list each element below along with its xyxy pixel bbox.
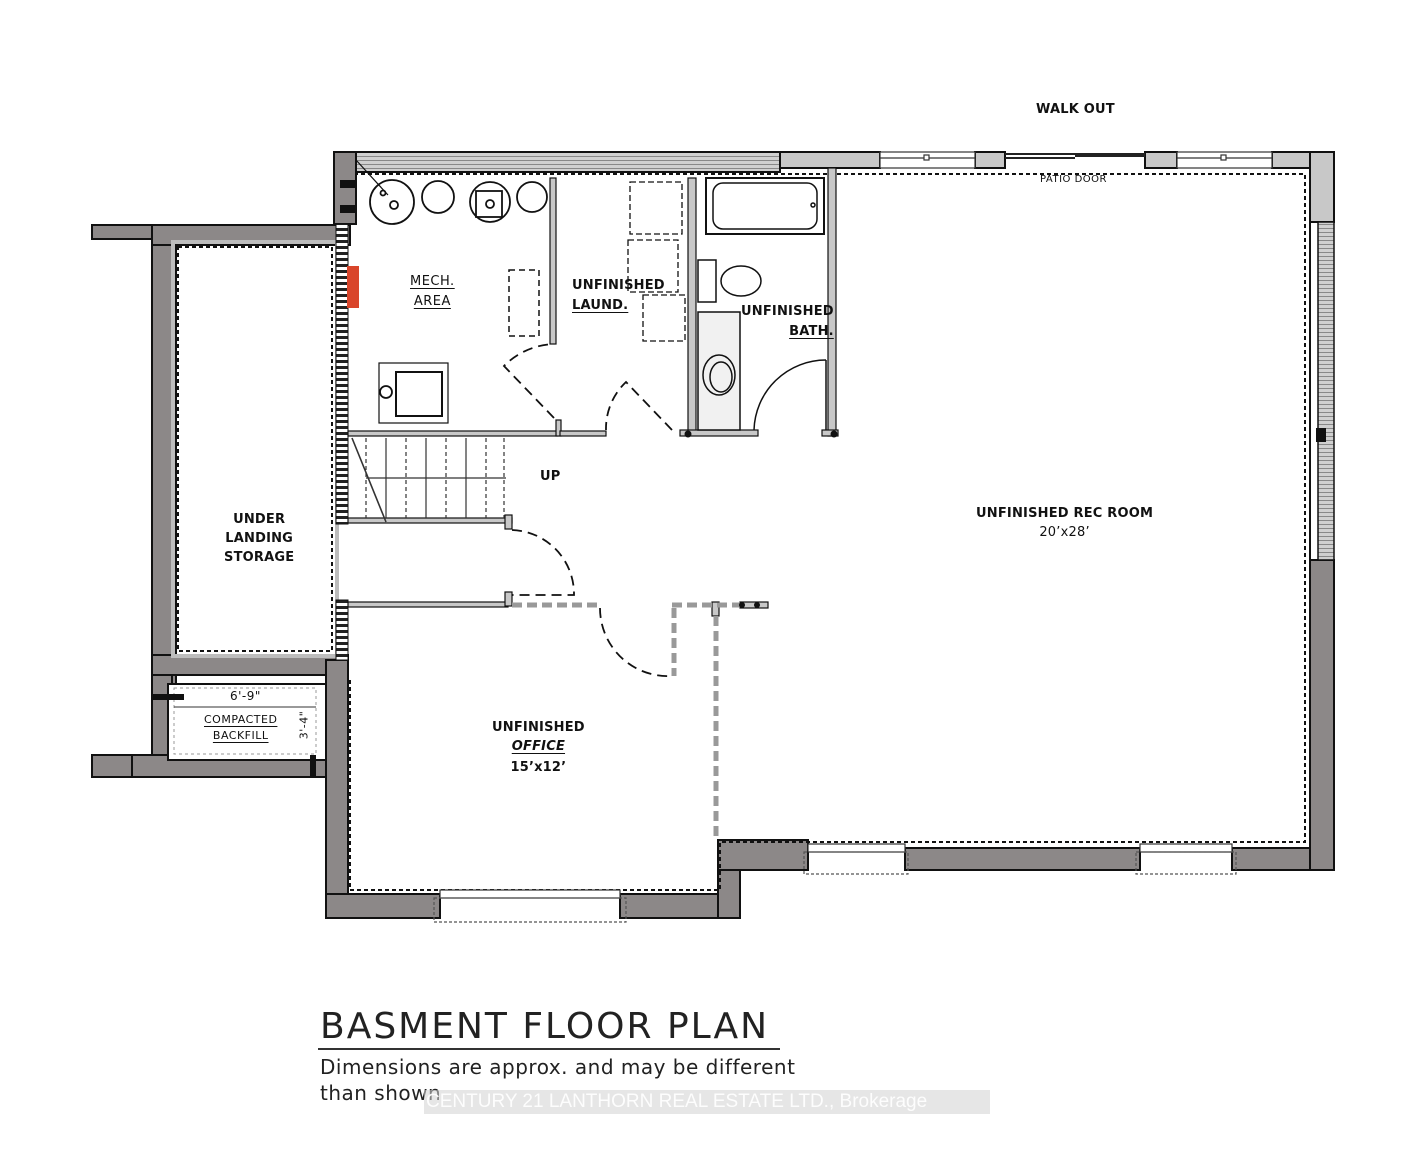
patio-door-label: PATIO DOOR — [1040, 174, 1107, 185]
water-heater-icon — [369, 179, 415, 225]
backfill-box — [152, 683, 327, 777]
window-office — [439, 889, 621, 899]
window-rec-right — [1139, 843, 1233, 853]
window-rec-left — [807, 843, 906, 853]
laundry-label-line2: LAUND. — [572, 298, 629, 313]
tank-icon — [421, 180, 455, 214]
bath-door-swing — [753, 359, 827, 431]
bathtub-icon — [712, 182, 818, 230]
brokerage-watermark: CENTURY 21 LANTHORN REAL ESTATE LTD., Br… — [424, 1090, 990, 1114]
toilet-tank-icon — [697, 259, 717, 303]
office-label-line1: UNFINISHED — [492, 720, 585, 735]
window-top-right — [1176, 151, 1273, 169]
laundry-fixtures — [627, 181, 686, 342]
backfill-label-line2: BACKFILL — [212, 729, 269, 742]
room-label-storage: UNDER LANDING STORAGE — [224, 510, 294, 567]
plan-title: BASMENT FLOOR PLAN — [320, 1006, 770, 1047]
furnace-icon — [378, 362, 449, 424]
mech-label-line1: MECH. — [410, 274, 455, 289]
door-swings — [502, 343, 673, 677]
patio-door — [1005, 153, 1145, 159]
storage-label-line1: UNDER — [233, 512, 286, 527]
laundry-sink-icon — [642, 294, 686, 342]
room-label-laundry: UNFINISHED LAUND. — [572, 276, 665, 316]
insulation-lines-gray — [171, 240, 339, 658]
dryer-icon — [629, 181, 683, 235]
title-underline — [318, 1048, 780, 1050]
room-label-office: UNFINISHED OFFICE 15’x12’ — [492, 718, 585, 777]
disclaimer-line1: Dimensions are approx. and may be differ… — [320, 1055, 796, 1079]
window-top-left — [879, 151, 976, 169]
storage-label-line3: STORAGE — [224, 550, 295, 565]
sink-icon — [702, 354, 736, 396]
mech-label-line2: AREA — [413, 294, 451, 309]
rec-room-size: 20’x28’ — [1039, 525, 1090, 540]
electrical-panel — [347, 266, 359, 308]
laundry-label-line1: UNFINISHED — [572, 278, 665, 293]
office-size: 15’x12’ — [510, 760, 567, 775]
stud-wall-left-lower — [335, 599, 349, 661]
dashed-partitions — [512, 602, 740, 838]
stud-wall-left — [335, 223, 349, 525]
rec-room-name: UNFINISHED REC ROOM — [976, 506, 1154, 521]
room-label-rec-room: UNFINISHED REC ROOM 20’x28’ — [976, 504, 1153, 542]
room-label-backfill: COMPACTED BACKFILL — [204, 712, 277, 744]
vanity-icon — [697, 311, 741, 431]
pump-icon — [469, 181, 511, 223]
right-wall — [1309, 151, 1335, 845]
toilet-icon — [720, 265, 762, 297]
disclaimer: Dimensions are approx. and may be differ… — [320, 1054, 795, 1106]
bath-label-line1: UNFINISHED — [741, 304, 834, 319]
softener-icon — [516, 181, 548, 213]
disclaimer-line2: than shown — [320, 1081, 442, 1105]
backfill-width-dim: 6'-9" — [230, 689, 261, 703]
insulation-lines — [177, 172, 1306, 891]
walk-out-label: WALK OUT — [1036, 102, 1115, 117]
interior-walls — [347, 167, 839, 617]
bath-label-line2: BATH. — [789, 324, 834, 339]
windows-bottom — [433, 843, 1237, 923]
room-label-bath: UNFINISHED BATH. — [741, 302, 834, 342]
office-label-line2: OFFICE — [511, 739, 566, 754]
bath-fixtures — [697, 177, 825, 431]
washer-icon — [627, 239, 679, 293]
table-icon — [508, 269, 540, 337]
storage-label-line2: LANDING — [225, 531, 294, 546]
room-label-mech: MECH. AREA — [410, 272, 455, 312]
stairs — [351, 437, 506, 523]
backfill-depth-dim: 3'-4" — [297, 710, 311, 740]
stairs-up-label: UP — [540, 469, 561, 484]
backfill-label-line1: COMPACTED — [204, 713, 278, 726]
mech-fixtures — [355, 159, 548, 424]
